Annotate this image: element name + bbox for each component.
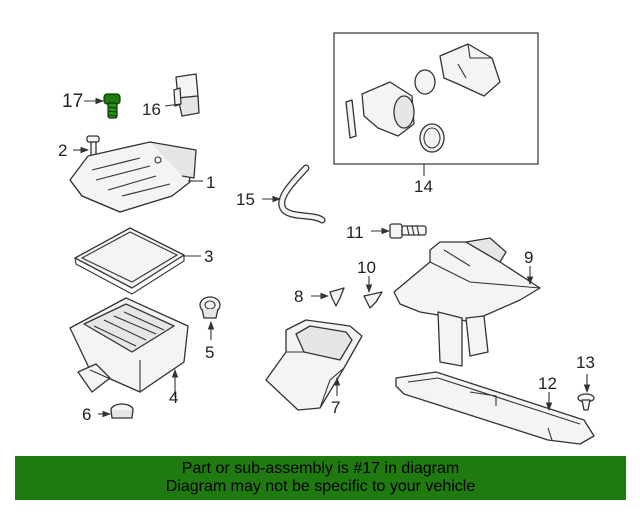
part-3-filter xyxy=(74,227,185,295)
callout-2: 2 xyxy=(58,141,67,160)
part-17-bolt[interactable] xyxy=(103,93,121,119)
footer-line-1: Part or sub-assembly is #17 in diagram xyxy=(181,460,460,477)
callout-5: 5 xyxy=(205,343,214,362)
callout-4: 4 xyxy=(169,388,178,407)
part-6-grommet xyxy=(110,403,134,419)
callout-10: 10 xyxy=(357,258,376,277)
part-10-clip xyxy=(363,291,383,309)
callout-9: 9 xyxy=(524,248,533,267)
part-14-throttle-body-assembly xyxy=(345,43,501,153)
part-11-bolt xyxy=(389,223,427,239)
callout-8: 8 xyxy=(294,287,303,306)
callout-17: 17 xyxy=(62,91,83,112)
callout-12: 12 xyxy=(538,374,557,393)
callout-6: 6 xyxy=(82,405,91,424)
callout-13: 13 xyxy=(576,353,595,372)
callout-16: 16 xyxy=(142,100,161,119)
part-14-group-box xyxy=(333,32,539,165)
callout-15: 15 xyxy=(236,190,255,209)
callout-7: 7 xyxy=(331,398,340,417)
part-15-hose xyxy=(278,164,326,224)
footer-banner: Part or sub-assembly is #17 in diagram D… xyxy=(15,456,626,500)
part-13-push-pin xyxy=(577,393,595,411)
callout-11: 11 xyxy=(346,223,364,242)
callout-14: 14 xyxy=(414,177,433,196)
part-8-clip xyxy=(329,287,345,307)
callout-3: 3 xyxy=(204,247,213,266)
part-4-lower-housing xyxy=(69,297,189,393)
callout-1: 1 xyxy=(206,173,215,192)
part-9-resonator xyxy=(393,237,541,367)
parts-diagram: 17 16 2 1 3 4 xyxy=(58,32,595,445)
part-16-sensor xyxy=(173,73,200,117)
part-5-grommet xyxy=(199,296,221,319)
footer-line-2: Diagram may not be specific to your vehi… xyxy=(165,478,476,495)
part-1-air-cleaner-cover xyxy=(69,141,197,213)
part-7-duct xyxy=(265,319,363,411)
part-12-plate xyxy=(395,371,595,445)
